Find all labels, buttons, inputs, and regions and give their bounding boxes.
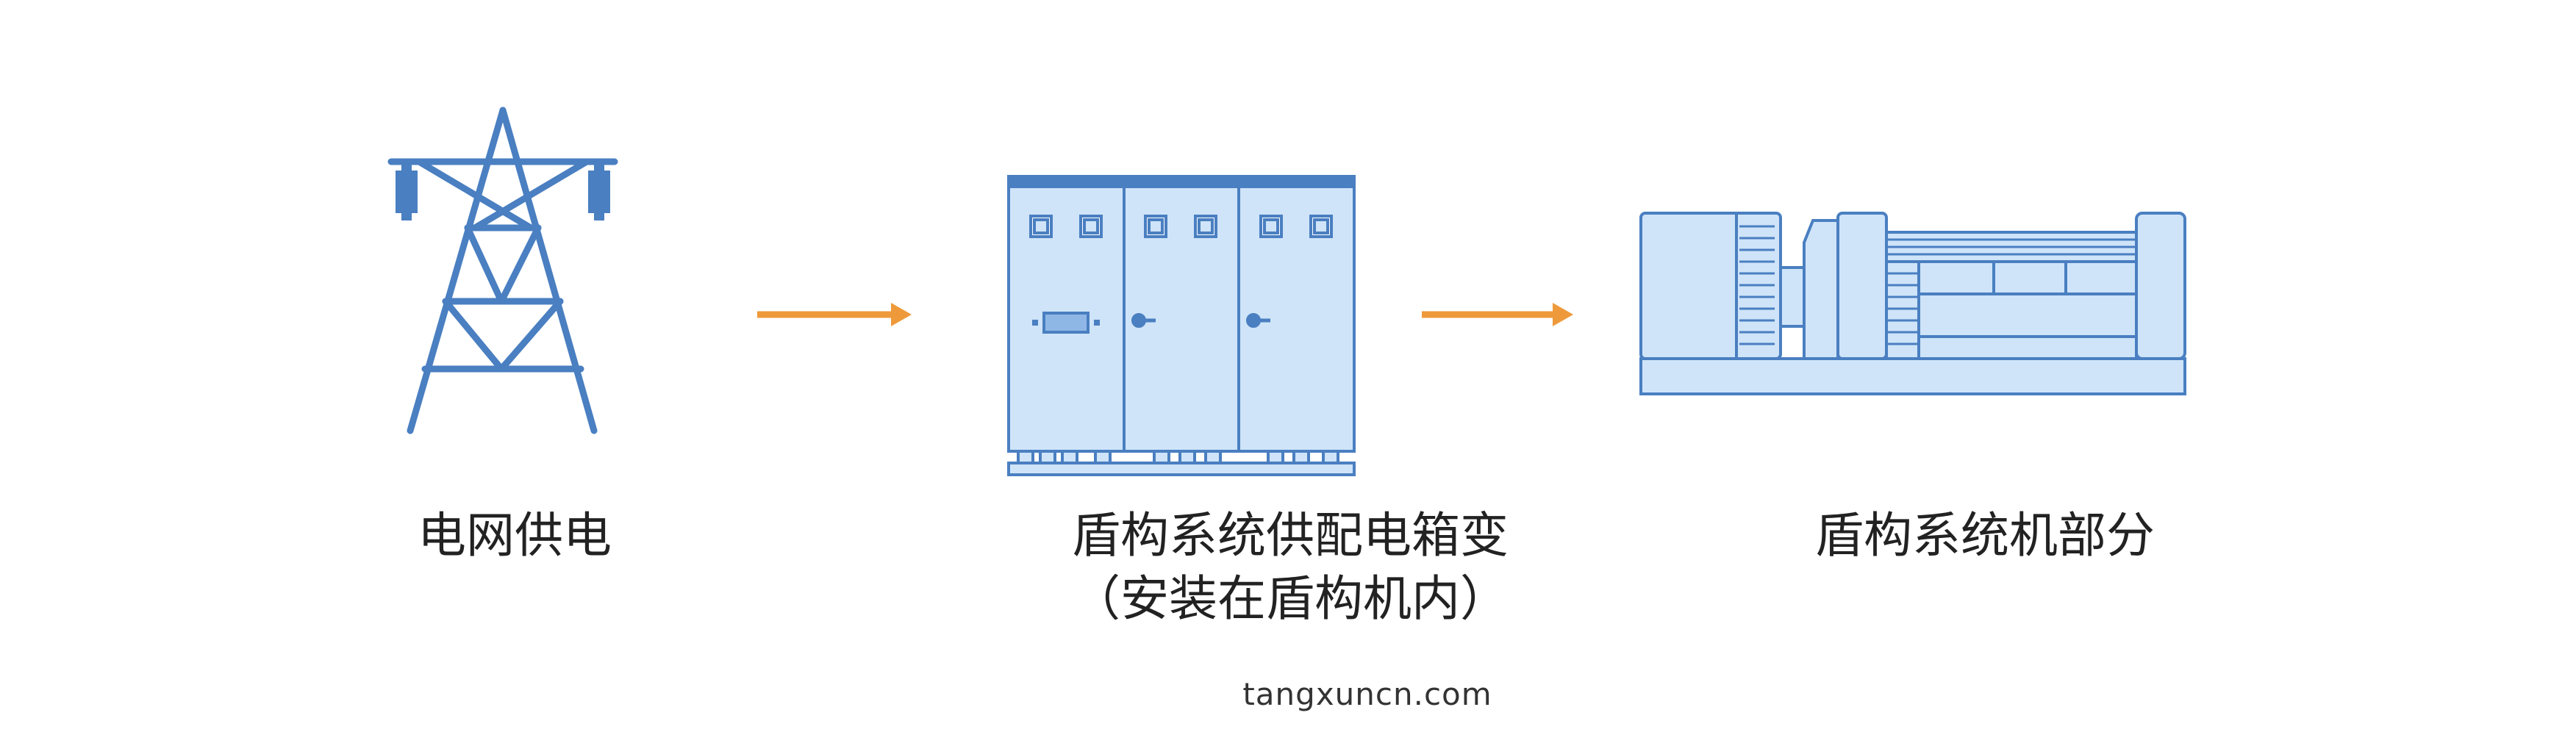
tunnel-boring-machine-icon: [1639, 212, 2186, 395]
step-label-distribution-box: 盾构系统供配电箱变: [1072, 507, 1509, 564]
insulator-icon: [396, 162, 610, 220]
electrical-cabinet-icon: [1007, 175, 1356, 476]
watermark-text: tangxuncn.com: [1242, 676, 1492, 712]
arrow-right-icon: [1422, 303, 1573, 326]
transmission-tower-icon: [387, 107, 618, 434]
step-sublabel-distribution-box: （安装在盾构机内）: [1072, 570, 1509, 627]
arrow-right-icon: [757, 303, 912, 326]
step-label-grid-supply: 电网供电: [418, 507, 612, 564]
step-label-tbm-system: 盾构系统机部分: [1815, 507, 2155, 564]
